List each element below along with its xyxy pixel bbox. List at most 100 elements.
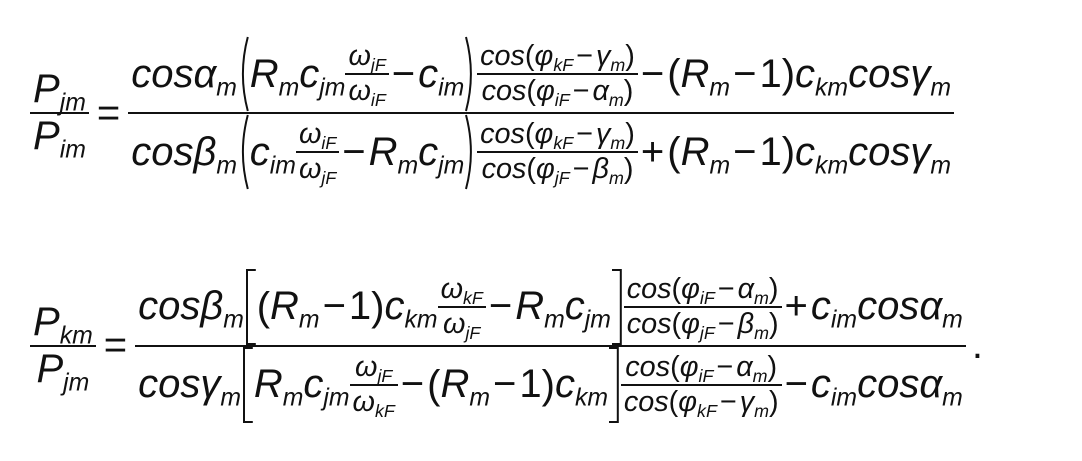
symbol-subscript: m <box>709 152 731 180</box>
fraction-bar <box>623 305 782 308</box>
symbol-base: ω <box>440 272 463 305</box>
math-symbol: βm <box>738 308 769 342</box>
fraction-bar <box>349 383 398 386</box>
fraction-denominator: ωiF <box>345 75 388 111</box>
math-symbol: Rm <box>440 362 490 411</box>
fraction-numerator: Pjm <box>30 67 89 116</box>
math-symbol: γm <box>910 130 951 179</box>
symbol-base: φ <box>534 40 554 72</box>
symbol-subscript: m <box>397 152 419 180</box>
math-symbol: cjm <box>418 130 464 179</box>
symbol-subscript: km <box>574 384 609 412</box>
symbol-subscript: m <box>282 384 304 412</box>
math-symbol: cim <box>249 129 296 179</box>
left-paren: ( <box>670 350 680 383</box>
right-paren: ) <box>371 284 385 329</box>
symbol-subscript: m <box>278 74 300 102</box>
symbol-subscript: im <box>830 306 858 334</box>
symbol-base: c <box>795 129 816 174</box>
math-symbol: Rm <box>369 130 419 179</box>
fraction-numerator: ωiF <box>296 118 339 152</box>
symbol-subscript: jF <box>321 168 337 189</box>
symbol-base: c <box>303 362 324 406</box>
right-paren: ) <box>625 40 635 73</box>
symbol-subscript: km <box>404 306 438 334</box>
group-content: φiF−αm <box>681 273 769 308</box>
right-paren: ) <box>625 118 635 151</box>
symbol-base: R <box>249 51 279 96</box>
math-symbol: Pjm <box>33 67 86 116</box>
symbol-base: β <box>592 153 609 185</box>
fraction-numerator: cos (φkF−γm) <box>477 40 638 74</box>
fraction-bar <box>620 383 782 386</box>
symbol-base: c <box>564 284 585 328</box>
symbol-subscript: m <box>942 384 963 412</box>
symbol-subscript: jm <box>584 306 611 334</box>
math-text: cos <box>857 284 920 328</box>
symbol-subscript: iF <box>699 287 715 308</box>
math-symbol: βm <box>200 284 244 333</box>
symbol-subscript: m <box>298 306 320 334</box>
math-text: cos <box>848 51 911 96</box>
symbol-base: φ <box>535 75 555 107</box>
symbol-base: c <box>795 51 816 96</box>
symbol-base: ω <box>348 75 371 107</box>
symbol-subscript: m <box>544 306 565 334</box>
symbol-subscript: m <box>216 152 237 180</box>
fraction-denominator: Pim <box>30 114 89 163</box>
left-paren: ( <box>524 118 535 151</box>
symbol-subscript: m <box>709 74 731 102</box>
math-parentheses: (φjF−βm) <box>671 307 779 342</box>
group-content: φiF−αm <box>535 75 624 111</box>
symbol-subscript: m <box>752 365 768 386</box>
right-paren <box>465 36 473 112</box>
symbol-subscript: iF <box>370 90 386 111</box>
symbol-subscript: m <box>608 90 624 111</box>
math-number: 1 <box>759 129 782 174</box>
fraction-bar <box>477 151 638 153</box>
symbol-base: φ <box>678 385 698 418</box>
symbol-base: β <box>200 284 224 328</box>
left-paren: ( <box>671 307 682 340</box>
math-symbol: φiF <box>681 273 715 308</box>
left-bracket <box>245 268 256 345</box>
math-operator: − <box>640 51 665 96</box>
math-symbol: ωjF <box>299 153 337 189</box>
symbol-base: P <box>33 67 60 111</box>
math-symbol: Pim <box>33 114 86 163</box>
math-symbol: ωkF <box>353 386 395 421</box>
symbol-base: c <box>810 362 831 406</box>
symbol-base: R <box>680 51 710 96</box>
math-symbol: ckm <box>795 129 848 179</box>
symbol-subscript: im <box>830 384 858 412</box>
math-symbol: βm <box>592 153 624 187</box>
group-content: φkF−γm <box>534 40 626 74</box>
math-symbol: Pjm <box>36 347 89 396</box>
math-operator: − <box>784 362 808 406</box>
symbol-subscript: kF <box>697 400 717 421</box>
symbol-subscript: kF <box>374 400 395 421</box>
math-number: 1 <box>348 284 372 328</box>
symbol-base: ω <box>355 350 378 383</box>
left-paren: ( <box>256 284 271 329</box>
math-fraction: cos (φiF−αm)cos (φjF−βm) <box>623 273 782 342</box>
math-operator: − <box>717 307 735 340</box>
math-parentheses: (Rm−1) <box>667 51 795 101</box>
math-parentheses: (Rm−1) <box>256 284 385 333</box>
fraction-denominator: ωjF <box>296 153 339 189</box>
math-fraction: cos (φkF−γm)cos (φjF−βm) <box>477 118 638 187</box>
group-content: φiF−αm <box>680 351 768 386</box>
fraction-denominator: ωjF <box>440 308 483 342</box>
math-operator: − <box>576 118 593 150</box>
math-symbol: Rm <box>680 51 731 101</box>
math-symbol: ωiF <box>348 75 386 111</box>
math-symbol: φjF <box>536 153 570 187</box>
symbol-base: c <box>249 129 270 174</box>
math-fraction: cos (φkF−γm)cos (φiF−αm) <box>477 40 638 111</box>
group-content: Rm−1 <box>270 284 372 333</box>
math-symbol: αm <box>738 273 769 307</box>
